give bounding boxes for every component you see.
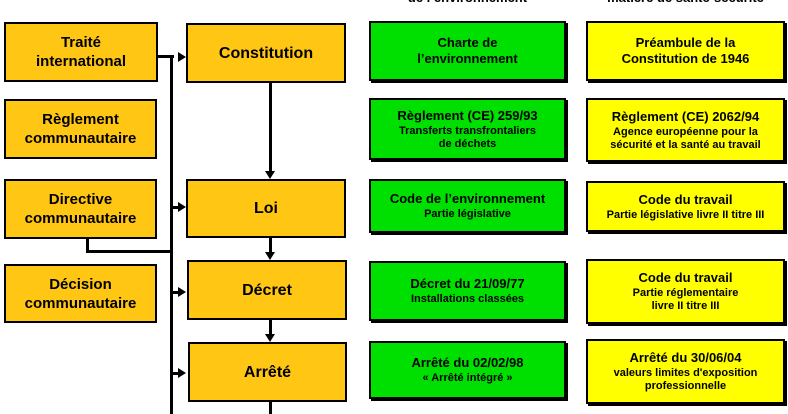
arrowhead-down-loi [265,171,275,179]
example-title: Préambule de la Constitution de 1946 [621,35,750,66]
example-code-environnement: Code de l’environnement Partie législati… [369,179,566,233]
box-loi: Loi [186,179,346,238]
example-title: Charte de l’environnement [417,35,518,66]
connector-constitution-to-loi [269,83,272,171]
example-detail: « Arrêté intégré » [422,372,513,384]
example-detail: Partie réglementaire livre II titre III [632,287,739,312]
example-title: Règlement (CE) 2062/94 [611,108,760,124]
column-header-environment: de l’environnement [369,0,566,5]
box-constitution: Constitution [186,23,346,83]
example-detail: Partie législative [424,208,511,220]
example-title: Règlement (CE) 259/93 [397,107,538,123]
arrowhead-right-constitution [178,52,186,62]
example-arrete-02-02-98: Arrêté du 02/02/98 « Arrêté intégré » [369,341,566,399]
connector-trunk-to-arrete [173,372,179,375]
example-title: Arrêté du 02/02/98 [411,355,524,370]
box-label: Règlement communautaire [24,111,137,147]
example-detail: Agence européenne pour la sécurité et la… [610,125,761,151]
box-label: Décision communautaire [24,275,137,312]
example-code-travail-reglementaire: Code du travail Partie réglementaire liv… [586,259,785,324]
example-detail: valeurs limites d'exposition professionn… [613,367,758,392]
example-arrete-30-06-04: Arrêté du 30/06/04 valeurs limites d'exp… [586,339,785,404]
example-title: Code du travail [638,270,733,285]
column-header-sante-securite: matière de santé-sécurité [586,0,785,5]
example-title: Code du travail [638,191,733,207]
connector-arrete-downward [269,402,272,414]
box-directive-communautaire: Directive communautaire [4,179,157,239]
arrowhead-down-decret [265,252,275,260]
example-decret-21-09-77: Décret du 21/09/77 Installations classée… [369,261,566,321]
box-label: Arrêté [243,363,292,381]
arrowhead-down-arrete [265,334,275,342]
box-arrete: Arrêté [188,342,347,402]
connector-trunk-to-loi [173,206,179,209]
box-decret: Décret [187,260,347,320]
box-traite-international: Traité international [4,22,158,82]
example-detail: Partie législative livre II titre III [606,208,765,221]
box-reglement-communautaire: Règlement communautaire [4,99,157,159]
example-detail: Installations classées [410,293,525,305]
box-label: Traité international [35,34,126,70]
box-label: Directive communautaire [24,191,137,227]
example-reglement-ce-2062-94: Règlement (CE) 2062/94 Agence européenne… [586,98,785,162]
box-label: Loi [254,200,278,217]
connector-trunk-to-decret [173,291,179,294]
connector-traite-to-constitution [158,55,174,58]
connector-loi-to-decret [269,238,272,252]
box-label: Constitution [218,44,314,62]
example-title: Décret du 21/09/77 [410,276,525,291]
example-title: Code de l’environnement [389,191,546,206]
example-preambule-constitution-1946: Préambule de la Constitution de 1946 [586,21,785,81]
example-code-travail-legislative: Code du travail Partie législative livre… [586,181,785,232]
connector-directive-branch-horizontal [86,250,173,253]
example-detail: Transferts transfrontaliers de déchets [399,124,536,150]
example-reglement-ce-259-93: Règlement (CE) 259/93 Transferts transfr… [369,98,566,160]
arrowhead-right-decret [178,287,186,297]
arrowhead-right-loi [178,202,186,212]
arrowhead-right-arrete [178,368,186,378]
example-charte-environnement: Charte de l’environnement [369,21,566,81]
connector-directive-branch-vertical [86,239,89,253]
example-title: Arrêté du 30/06/04 [629,350,742,365]
box-decision-communautaire: Décision communautaire [4,264,157,323]
connector-decret-to-arrete [269,320,272,334]
box-label: Décret [242,281,292,299]
main-vertical-trunk-line [170,55,173,414]
